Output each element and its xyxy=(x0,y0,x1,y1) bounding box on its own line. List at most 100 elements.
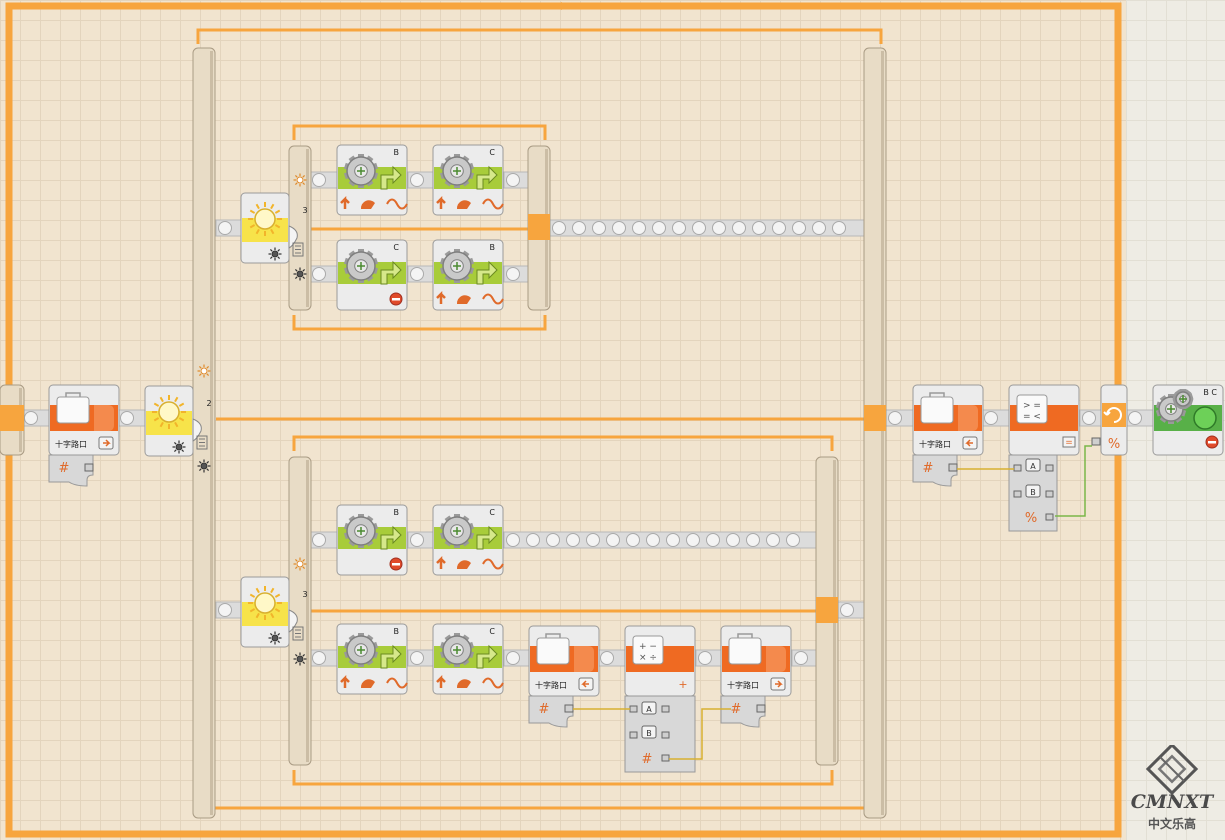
math-icon xyxy=(632,635,664,665)
variable-inner-read[interactable]: 十字路口# xyxy=(528,625,600,728)
beam-hole xyxy=(526,533,540,547)
beam-hole xyxy=(312,173,326,187)
motor-lower-3[interactable]: B xyxy=(336,623,408,695)
beam-p xyxy=(503,649,531,667)
suitcase-icon xyxy=(920,396,954,424)
direction-up-icon xyxy=(340,674,350,688)
beam-hole xyxy=(794,651,808,665)
case-ray xyxy=(206,373,210,377)
beam-hole xyxy=(506,533,520,547)
beam-hole xyxy=(410,173,424,187)
result-out[interactable] xyxy=(1045,513,1054,521)
case-ray xyxy=(198,373,202,377)
motor-lower-2[interactable]: C xyxy=(432,504,504,576)
number-plug-port[interactable] xyxy=(564,704,574,713)
beam-hole xyxy=(984,411,998,425)
light-port-label: 3 xyxy=(302,590,307,599)
motor-upper-3[interactable]: C xyxy=(336,239,408,311)
math-hub: AB# xyxy=(624,695,696,773)
switch-port xyxy=(288,225,304,257)
unlimited-icon xyxy=(482,198,504,210)
sun-ray xyxy=(178,402,185,407)
plug-a-out[interactable] xyxy=(661,705,670,713)
gear-icon xyxy=(343,514,379,548)
case-ray xyxy=(294,661,298,665)
variable-read[interactable]: 十字路口# xyxy=(912,384,984,487)
sun-ray xyxy=(153,417,160,422)
direction-up-icon xyxy=(436,195,446,209)
unlimited-icon xyxy=(482,677,504,689)
sun-ray xyxy=(178,417,185,422)
motor-direction-icon xyxy=(380,644,402,669)
switch-lower-rail-left xyxy=(288,456,312,766)
plug-a-out[interactable] xyxy=(1045,464,1054,472)
variable-start[interactable]: 十字路口# xyxy=(48,384,120,487)
math-block[interactable]: + −× ÷+AB# xyxy=(624,625,696,773)
sun-ray xyxy=(255,587,260,594)
light-sensor-upper[interactable]: 3 xyxy=(240,192,308,264)
loop-condition-plug[interactable] xyxy=(1091,437,1101,446)
beam-hole xyxy=(1128,411,1142,425)
beam-hole xyxy=(646,533,660,547)
plug-a-in[interactable] xyxy=(629,705,638,713)
unlimited-icon xyxy=(482,293,504,305)
beam-hole xyxy=(410,651,424,665)
gear-icon xyxy=(439,514,475,548)
motor-lower-1[interactable]: B xyxy=(336,504,408,576)
result-out[interactable] xyxy=(661,754,670,762)
loop-end-block[interactable]: % xyxy=(1091,384,1128,456)
motor-upper-2[interactable]: C xyxy=(432,144,504,216)
beam-hole xyxy=(840,603,854,617)
case-ray xyxy=(277,256,281,260)
plug-b-out[interactable] xyxy=(661,731,670,739)
switch-frame-lower xyxy=(292,435,834,786)
beam-q xyxy=(597,649,627,667)
case-bright-icon xyxy=(197,364,211,378)
beam-x xyxy=(1125,409,1155,427)
motor-final[interactable]: B C xyxy=(1152,384,1224,456)
plug-a-in[interactable] xyxy=(1013,464,1022,472)
number-plug-port[interactable] xyxy=(948,463,958,472)
plug-b-out[interactable] xyxy=(1045,490,1054,498)
beam-hole xyxy=(692,221,706,235)
light-sensor-main[interactable]: 2 xyxy=(144,385,212,457)
rail-shade xyxy=(306,149,309,307)
beam-hole xyxy=(712,221,726,235)
port-list-icon xyxy=(292,626,304,641)
variable-inner-write[interactable]: 十字路口# xyxy=(720,625,792,728)
stop-bar xyxy=(1208,441,1216,444)
case-ray xyxy=(206,460,210,464)
gear-icon xyxy=(1172,389,1194,409)
plug-b-box xyxy=(641,725,657,739)
light-sensor-lower[interactable]: 3 xyxy=(240,576,308,648)
sun-ray xyxy=(174,396,179,403)
motor-lower-4[interactable]: C xyxy=(432,623,504,695)
compare-block[interactable]: > == <=AB% xyxy=(1008,384,1080,532)
light-sensor-icon xyxy=(254,592,276,614)
case-core xyxy=(296,655,304,663)
light-sensor-icon xyxy=(158,401,180,423)
suitcase-handle xyxy=(737,633,753,638)
number-plug-port[interactable] xyxy=(84,463,94,472)
beam-s xyxy=(791,649,819,667)
beam-n xyxy=(309,649,339,667)
beam-hole xyxy=(572,221,586,235)
beam-hole xyxy=(732,221,746,235)
gear-icon xyxy=(439,633,475,667)
variable-name-label: 十字路口 xyxy=(55,439,87,449)
number-plug-port[interactable] xyxy=(756,704,766,713)
light-mode-icon xyxy=(268,247,282,261)
motor-upper-1[interactable]: B xyxy=(336,144,408,216)
beam-hole xyxy=(612,221,626,235)
suitcase-handle xyxy=(65,392,81,397)
plug-b-in[interactable] xyxy=(629,731,638,739)
beam-hole xyxy=(600,651,614,665)
motor-direction-icon xyxy=(476,644,498,669)
case-ray xyxy=(173,441,177,445)
plug-b-in[interactable] xyxy=(1013,490,1022,498)
sun-ray xyxy=(270,203,275,210)
switch-frame-upper xyxy=(292,124,547,331)
motor-upper-4[interactable]: B xyxy=(432,239,504,311)
case-ray xyxy=(277,640,281,644)
